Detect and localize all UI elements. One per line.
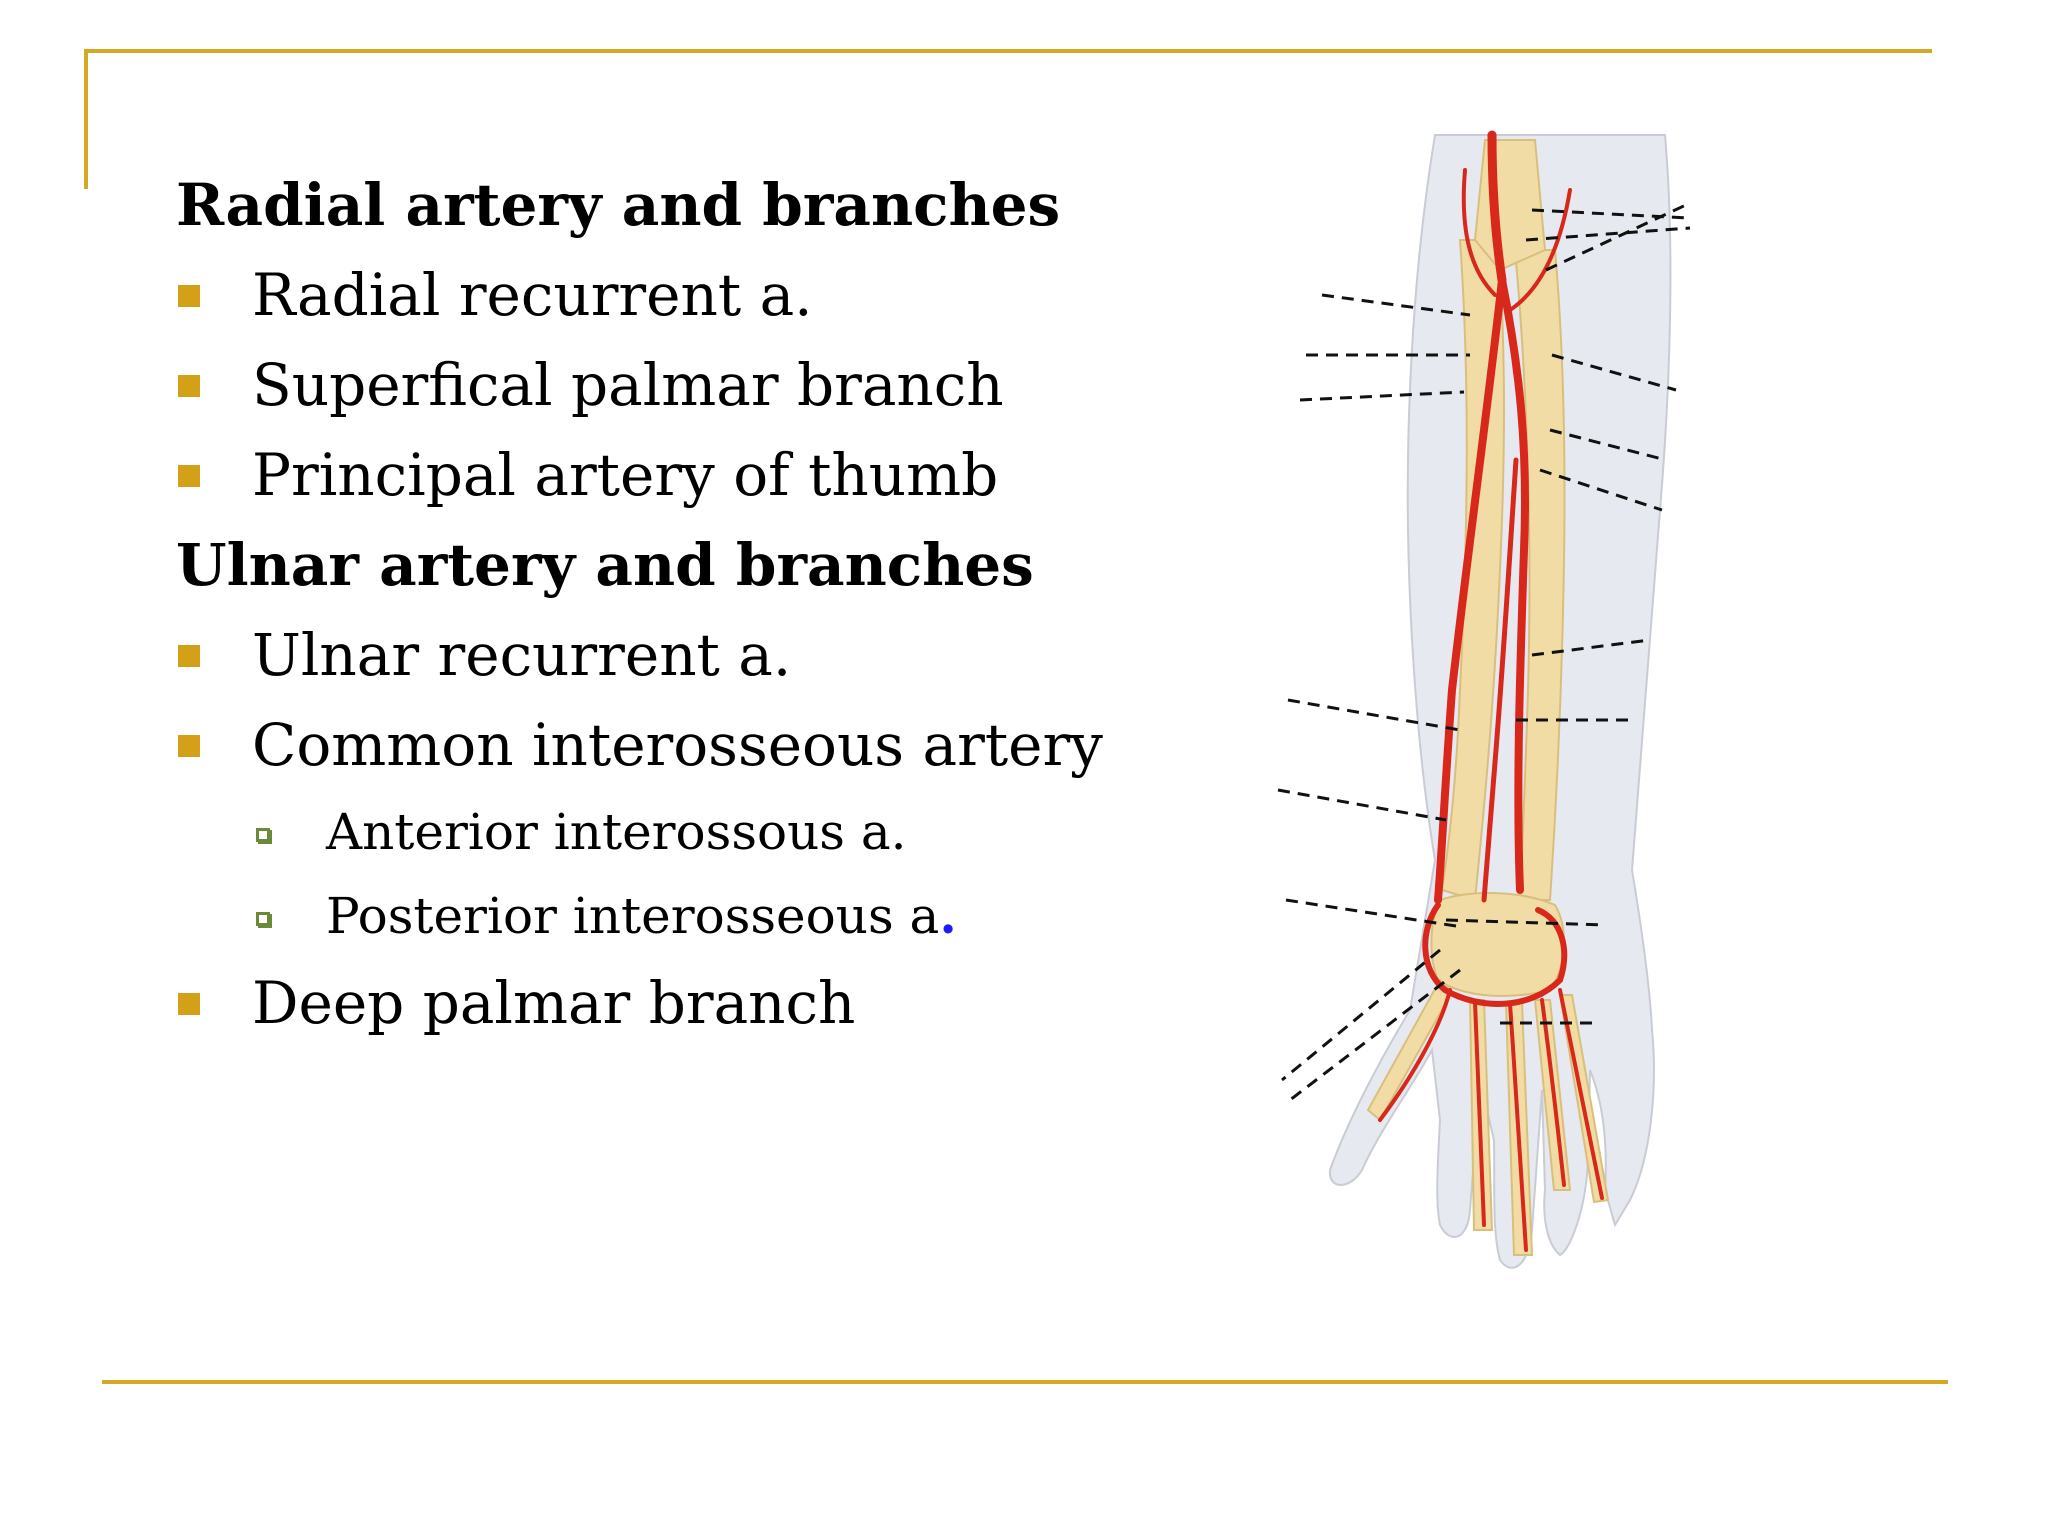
interosseous-artery	[1481, 457, 1519, 903]
list-item-label: Deep palmar branch	[252, 969, 856, 1037]
sub-list-item-label: Anterior interossous a.	[326, 803, 907, 861]
section-heading-radial: Radial artery and branches	[176, 171, 1061, 239]
list-item: Superfical palmar branch	[176, 340, 1176, 430]
digital-artery-1	[1378, 988, 1452, 1122]
square-bullet-icon	[178, 375, 200, 397]
top-rule	[84, 49, 1932, 53]
square-bullet-icon	[178, 735, 200, 757]
list-item: Ulnar recurrent a.	[176, 610, 1176, 700]
square-bullet-icon	[178, 285, 200, 307]
recurrent-artery-ulnar	[1508, 188, 1572, 312]
list-item: Deep palmar branch	[176, 958, 1176, 1048]
hollow-square-bullet-icon	[256, 912, 272, 928]
sub-list-item: Posterior interosseous a.	[176, 874, 1176, 958]
sub-list-item-label: Posterior interosseous a	[326, 887, 940, 945]
sub-list-item: Anterior interossous a.	[176, 790, 1176, 874]
content-list: Radial artery and branches Radial recurr…	[176, 160, 1176, 1048]
leader-lines	[1277, 202, 1691, 1102]
radial-artery	[1434, 276, 1506, 904]
square-bullet-icon	[178, 993, 200, 1015]
digital-artery-3	[1508, 1002, 1528, 1252]
digital-artery-2	[1473, 1000, 1486, 1227]
left-rule	[84, 49, 88, 189]
list-item: Common interosseous artery	[176, 700, 1176, 790]
list-item: Radial recurrent a.	[176, 250, 1176, 340]
list-item-label: Principal artery of thumb	[252, 441, 999, 509]
humerus-head	[1473, 139, 1547, 272]
list-item-label: Superfical palmar branch	[252, 351, 1004, 419]
ulna-bone	[1513, 249, 1566, 901]
ulnar-artery	[1498, 276, 1530, 894]
list-item-label: Common interosseous artery	[252, 711, 1103, 779]
highlight-dot: .	[939, 886, 957, 945]
square-bullet-icon	[178, 465, 200, 487]
arteries	[1378, 130, 1604, 1252]
square-bullet-icon	[178, 645, 200, 667]
bottom-rule	[102, 1380, 1948, 1384]
palmar-arch	[1422, 902, 1568, 1007]
recurrent-artery-radial	[1461, 168, 1497, 297]
digital-artery-5	[1558, 988, 1604, 1200]
carpal-bones	[1430, 892, 1566, 997]
section-heading-ulnar: Ulnar artery and branches	[176, 531, 1034, 599]
list-item-label: Radial recurrent a.	[252, 261, 813, 329]
list-item-label: Ulnar recurrent a.	[252, 621, 792, 689]
hollow-square-bullet-icon	[256, 828, 272, 844]
list-item: Principal artery of thumb	[176, 430, 1176, 520]
brachial-artery	[1487, 130, 1507, 285]
forearm-arteries-illustration	[1277, 130, 1691, 1269]
